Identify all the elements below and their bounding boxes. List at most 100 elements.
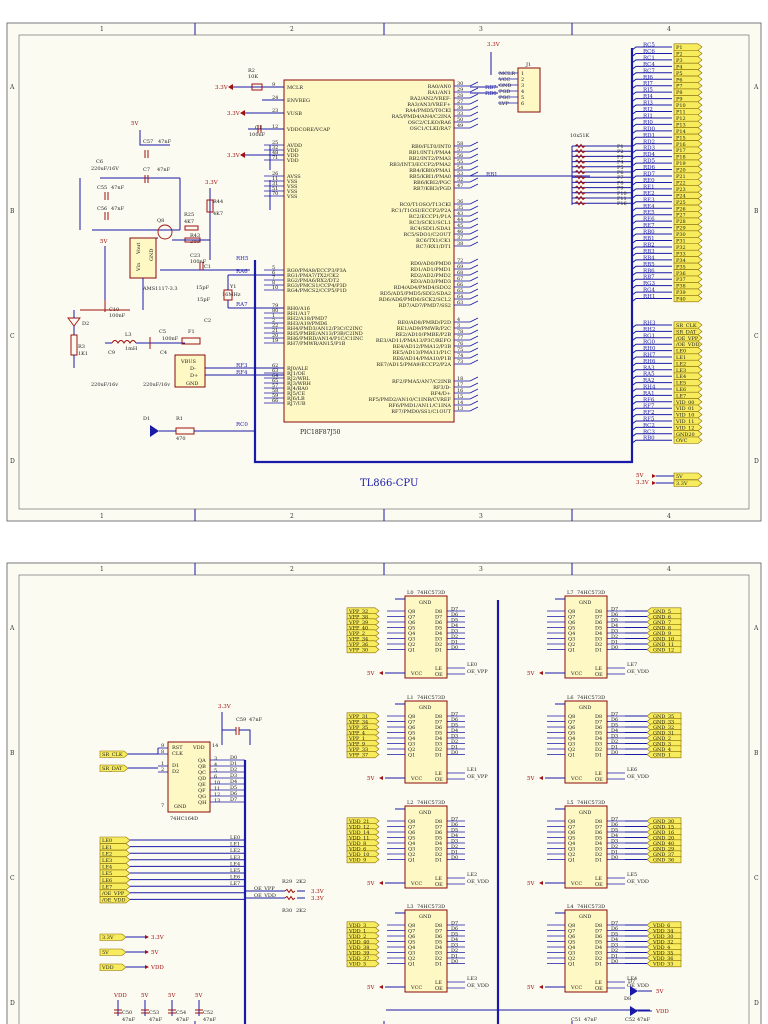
- port-VID_10-text: VID_10: [675, 413, 694, 419]
- latch-bus-D5: D5: [611, 618, 618, 624]
- sr-input-SR_CLK-text: SR_CLK: [102, 752, 123, 758]
- sr-pin-rst: RST: [172, 745, 183, 751]
- border-row-C-right: C: [754, 875, 759, 882]
- mcu-pin-name: RJ5/CE: [287, 391, 305, 397]
- c4-val: 220uF/16v: [143, 382, 170, 388]
- port-GND_35-text: GND_35: [653, 714, 674, 720]
- latch-bus-D6: D6: [451, 926, 458, 932]
- sr-cap-ref: C59: [236, 717, 246, 723]
- wire: [607, 667, 625, 675]
- port-P25-text: P25: [676, 200, 686, 206]
- c1-val: 100nF: [249, 132, 266, 138]
- caps-rail: 5V: [131, 121, 139, 127]
- latch-q: Q8: [568, 609, 575, 615]
- mcu-pin-num: 43: [457, 211, 463, 217]
- sr-pin-qh: QH: [198, 800, 207, 806]
- mcu-pin-num: 73: [457, 359, 463, 365]
- r25-val: 4K7: [184, 219, 194, 225]
- resistor-icon: [574, 179, 586, 185]
- port-P40: P40: [673, 295, 703, 303]
- latch-bus-D4: D4: [451, 937, 458, 943]
- port-VID_12: VID_12: [673, 423, 703, 431]
- latch-bus-D0: D0: [451, 855, 458, 861]
- port-P11-shape: [673, 108, 703, 116]
- s2-port-LE6-text: LE6: [102, 878, 112, 884]
- latch-vcc: VCC: [570, 776, 582, 782]
- latch-part: 74HC573D: [417, 695, 445, 701]
- power-net-3.3V: 3.3V: [636, 480, 650, 486]
- latch-d: D5: [595, 625, 602, 631]
- port-P15: P15: [673, 133, 703, 141]
- rnet-p-P3: P3: [617, 154, 624, 160]
- latch-q: Q2: [568, 956, 575, 962]
- latch-ref: L4: [567, 904, 574, 910]
- status-led-circuit: D1 R1 470: [143, 416, 255, 442]
- wire: [631, 162, 672, 167]
- mcu-pin-num: 80: [272, 308, 278, 314]
- sr-gnd-num: 7: [161, 803, 164, 809]
- wire: [631, 136, 672, 141]
- border-row-A: A: [9, 625, 15, 632]
- latch-q: Q5: [408, 835, 415, 841]
- rail-arrow-icon: [379, 985, 383, 989]
- border-col-3-bottom: 3: [479, 513, 483, 520]
- net-RG3: RG3: [643, 281, 656, 287]
- port-P23-text: P23: [676, 187, 686, 193]
- c4-ref: C4: [160, 350, 167, 356]
- net-RJ3: RJ3: [643, 101, 653, 107]
- net-RB1: RB1: [643, 236, 655, 242]
- port-GND_3-text: GND_3: [653, 742, 671, 748]
- mcu-pin-num: 55: [457, 159, 463, 165]
- border-row-D: D: [10, 1000, 15, 1007]
- rail-arrow-icon: [240, 110, 245, 116]
- rnet-p-P6: P6: [617, 170, 624, 176]
- wire: [447, 772, 465, 780]
- wire: [631, 324, 672, 329]
- port-P12-shape: [673, 114, 703, 122]
- port-GND_1-text: GND_1: [653, 753, 671, 759]
- wire: [631, 181, 672, 186]
- mcu-pin-name: RC5/SDO1/C2OUT: [403, 232, 451, 238]
- net-RC4: RC4: [643, 62, 655, 68]
- port-P3: P3: [673, 56, 703, 64]
- latch-ref: L5: [567, 800, 574, 806]
- resistor-icon: [574, 148, 586, 154]
- port-VPP_1-text: VPP_1: [348, 736, 365, 742]
- latch-q: Q1: [568, 961, 575, 967]
- latch-d: D4: [435, 631, 442, 637]
- port-P27-shape: [673, 211, 703, 219]
- latch-le-net: LE3: [467, 976, 477, 982]
- port-VID_11-shape: [673, 417, 703, 425]
- wire: [631, 194, 672, 199]
- latch-bus-D5: D5: [611, 932, 618, 938]
- net-RJ1: RJ1: [643, 113, 653, 119]
- port-P28-text: P28: [676, 219, 686, 225]
- port-LE0: LE0: [673, 347, 703, 355]
- wire: [631, 439, 672, 444]
- c9-val: 220uF/16v: [91, 382, 118, 388]
- power-led-circuit: C10 100nF D2 R3 1K1: [67, 300, 130, 368]
- mcu-pin-num: 79: [272, 303, 278, 309]
- net-RE1: RE1: [643, 184, 655, 190]
- port-P19-text: P19: [676, 161, 686, 167]
- net-RC3: RC3: [643, 429, 655, 435]
- port-P7-text: P7: [676, 84, 683, 90]
- border-row-B: B: [10, 750, 15, 757]
- j1-pin-num: 3: [521, 83, 524, 89]
- latch-d: D1: [435, 752, 442, 758]
- latch-d: D6: [435, 830, 442, 836]
- latch-d: D5: [595, 835, 602, 841]
- latch-q: Q3: [408, 636, 415, 642]
- power-port-5V-shape: [673, 472, 703, 480]
- latch-rail: 5V: [367, 881, 375, 887]
- latch-vcc: VCC: [570, 985, 582, 991]
- mcu-pin-num: 12: [272, 124, 278, 130]
- sr-pin-qf: QF: [198, 788, 206, 794]
- port-P34: P34: [673, 256, 703, 264]
- wire: [469, 123, 479, 129]
- mcu-pin-name: RC3/SCK1/SCL1: [409, 220, 451, 226]
- mcu-pin-num: 9: [272, 82, 275, 88]
- wire: [469, 183, 479, 189]
